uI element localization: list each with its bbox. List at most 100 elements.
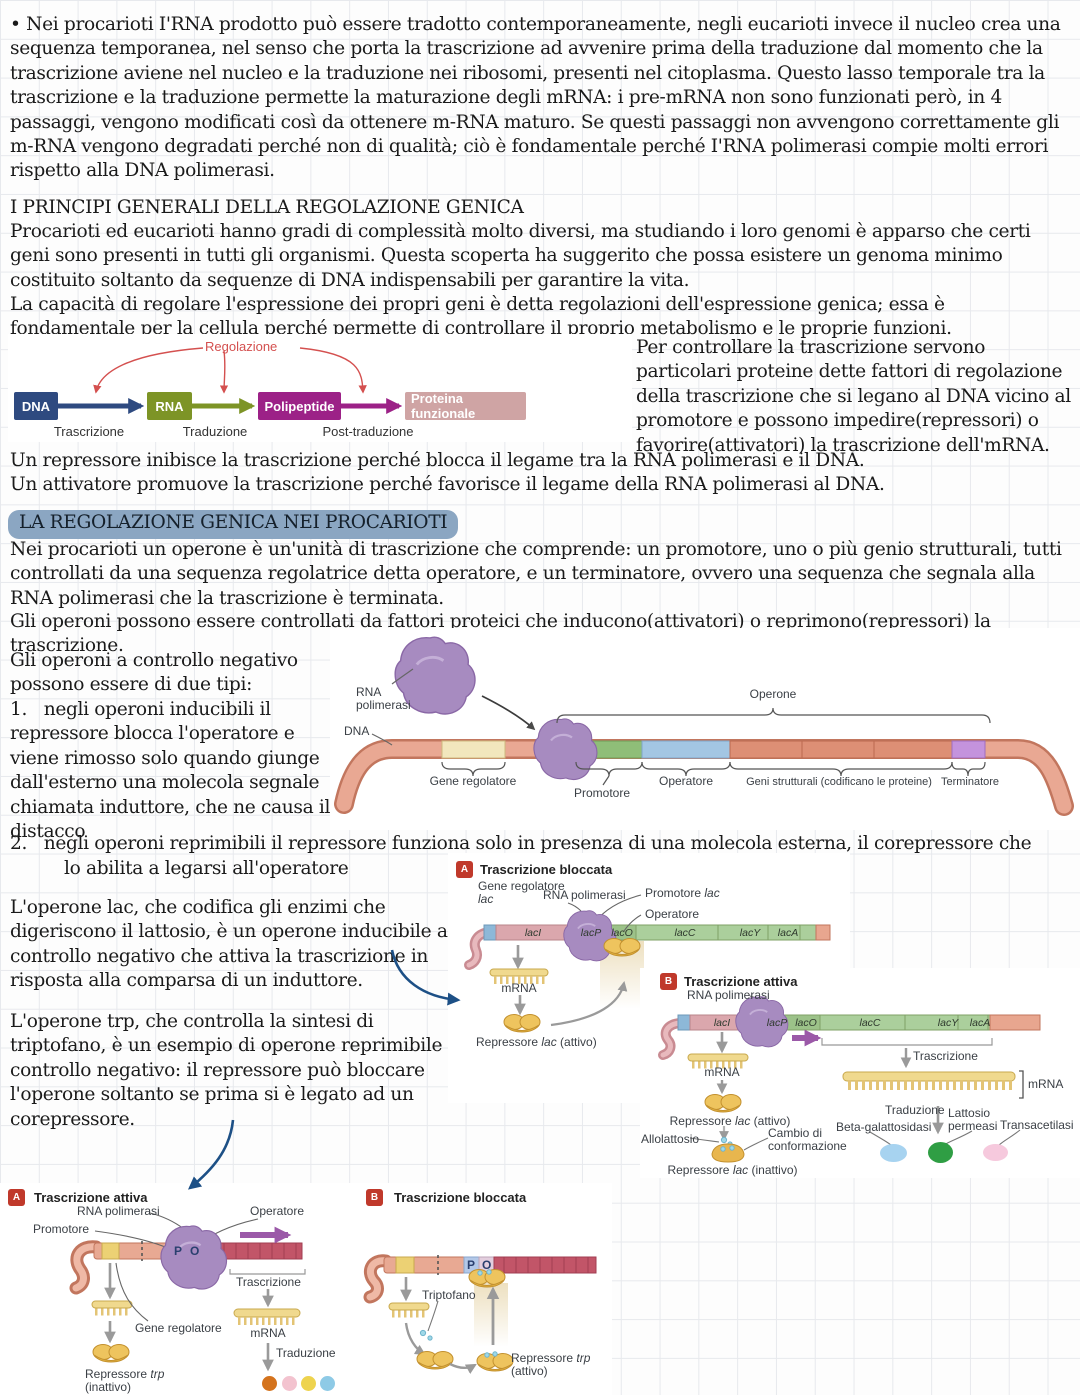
paragraph-genoma-minimo: Procarioti ed eucarioti hanno gradi di c… [10, 221, 1031, 291]
flow-diagram-arrows [58, 347, 403, 415]
flow-step-trascrizione: Trascrizione [53, 424, 125, 439]
heading-principi-generali: I PRINCIPI GENERALI DELLA REGOLAZIONE GE… [10, 197, 524, 218]
label-repressore-lac-inattivo: Repressore lac (inattivo) [667, 1163, 798, 1177]
label-geni-strutturali: Geni strutturali (codificano le proteine… [746, 776, 932, 788]
paragraph-operone-lac: L'operone lac, che codifica gli enzimi c… [10, 897, 448, 992]
label-repressore-lac-attivo: Repressore lac (attivo) [669, 1114, 791, 1128]
paragraph-operone-trp: L'operone trp, che controlla la sintesi … [10, 1011, 459, 1130]
transacetilasi-enzyme [983, 1144, 1008, 1161]
segment-laca: lacA [969, 1017, 991, 1029]
label-rna-polimerasi: RNA polimerasi [77, 1204, 160, 1218]
flow-box-polipeptide: Polipeptide [258, 392, 341, 420]
flow-regulation-label: Regolazione [205, 339, 278, 354]
label-o-site: O [482, 1258, 492, 1272]
label-repressore-trp-attivo: Repressore trp (attivo) [511, 1351, 591, 1379]
label-rna-polimerasi: RNA polimerasi [543, 888, 626, 902]
lac-blocked-title: Trascrizione bloccata [480, 862, 613, 877]
label-cambio-conformazione: Cambio di conformazione [768, 1126, 847, 1154]
list-item-operoni-reprimibili-1: 2. negli operoni reprimibili il represso… [10, 833, 1032, 854]
trp-operon-active-diagram: A Trascrizione attiva RNA polimerasi Pro… [0, 1183, 356, 1395]
paragraph-fattori-proteici: Gli operoni possono essere controllati d… [10, 611, 991, 657]
segment-lacy: lacY [739, 927, 761, 939]
label-mrna-left: mRNA [704, 1065, 740, 1079]
flow-step-traduzione: Traduzione [182, 424, 248, 439]
label-operatore: Operatore [658, 774, 714, 788]
trp-blocked-art [363, 1254, 597, 1374]
flow-box-proteina-funzionale: Proteina funzionale [405, 391, 526, 421]
trp-active-title: Trascrizione attiva [34, 1190, 148, 1205]
list-item-operoni-reprimibili-2: lo abilita a legarsi all'operatore [64, 858, 349, 879]
label-rna-polimerasi: RNA polimerasi [356, 685, 411, 713]
line-repressore: Un repressore inibisce la trascrizione p… [10, 450, 865, 471]
trp-blocked-title: Trascrizione bloccata [394, 1190, 527, 1205]
label-triptofano: Triptofano [422, 1288, 476, 1302]
segment-lacc: lacC [674, 927, 696, 939]
label-repressore-trp-inattivo: Repressore trp (inattivo) [85, 1367, 165, 1395]
label-traduzione: Traduzione [276, 1346, 336, 1360]
lattosio-permeasi-enzyme [928, 1142, 953, 1163]
flow-box-dna: DNA [14, 392, 58, 420]
flow-step-post-traduzione: Post-traduzione [322, 424, 414, 439]
flow-box-rna: RNA [147, 392, 192, 420]
label-gene-regolatore: Gene regolatore [429, 774, 517, 788]
label-allolattosio: Allolattosio [641, 1132, 700, 1146]
segment-laci: lacI [713, 1017, 731, 1029]
segment-lacc: lacC [859, 1017, 881, 1029]
segment-lacp: lacP [766, 1017, 788, 1029]
label-gene-regolatore-lac: Gene regolatore lac [478, 879, 565, 907]
paragraph-rna-maturazione: • Nei procarioti I'RNA prodotto può esse… [10, 14, 1061, 182]
lac-active-title: Trascrizione attiva [684, 974, 798, 989]
label-trascrizione: Trascrizione [236, 1275, 301, 1289]
operon-structure-diagram: RNA polimerasi DNA Operone Gene regolato… [330, 628, 1080, 830]
label-lattosio-permeasi: Lattosio permeasi [948, 1106, 998, 1134]
segment-laco: lacO [611, 927, 633, 939]
list-item-operoni-inducibili: 1. negli operoni inducibili il repressor… [10, 699, 331, 843]
paragraph-regolazione-espressione: La capacità di regolare l'espressione de… [10, 294, 952, 340]
beta-galattosidasi-enzyme [880, 1144, 907, 1162]
paragraph-fattori-regolazione: Per controllare la trascrizione servono … [636, 337, 1071, 456]
trp-active-art [69, 1212, 306, 1372]
protein-dot-1 [262, 1376, 277, 1391]
label-operatore: Operatore [250, 1204, 305, 1218]
label-p-site: P [174, 1244, 183, 1258]
label-repressore-lac-attivo: Repressore lac (attivo) [476, 1035, 597, 1049]
segment-lacp: lacP [580, 927, 602, 939]
panel-b-badge: B [366, 1189, 383, 1206]
label-mrna: mRNA [250, 1326, 286, 1340]
label-operatore: Operatore [645, 907, 700, 921]
label-transacetilasi: Transacetilasi [1000, 1118, 1074, 1132]
panel-a-badge: A [8, 1189, 25, 1206]
label-o-site: O [190, 1244, 200, 1258]
operon-structure-art [334, 635, 1074, 816]
label-trascrizione: Trascrizione [913, 1049, 978, 1063]
label-beta-galattosidasi: Beta-galattosidasi [836, 1120, 932, 1134]
protein-dot-3 [301, 1376, 316, 1391]
label-rna-polimerasi: RNA polimerasi [687, 988, 770, 1002]
label-terminatore: Terminatore [940, 776, 1000, 788]
paragraph-due-tipi: Gli operoni a controllo negativo possono… [10, 650, 298, 696]
segment-lacy: lacY [937, 1017, 959, 1029]
protein-dot-4 [320, 1376, 335, 1391]
label-promotore: Promotore [573, 786, 631, 800]
panel-a-badge: A [456, 861, 473, 878]
label-mrna: mRNA [501, 981, 537, 995]
label-dna: DNA [344, 724, 370, 738]
label-traduzione: Traduzione [885, 1103, 945, 1117]
label-promotore: Promotore [33, 1222, 90, 1236]
label-promotore-lac: Promotore lac [645, 886, 720, 900]
lac-operon-active-diagram: B Trascrizione attiva RNA polimerasi lac… [640, 968, 1080, 1178]
protein-dot-2 [282, 1376, 297, 1391]
paragraph-operone-definizione: Nei procarioti un operone è un'unità di … [10, 539, 1062, 609]
segment-laci: lacI [524, 927, 542, 939]
label-operone: Operone [749, 687, 797, 701]
label-p-site: P [467, 1258, 476, 1272]
panel-b-badge: B [660, 973, 677, 990]
trp-operon-blocked-diagram: B Trascrizione bloccata P O Triptofano R… [356, 1183, 612, 1395]
segment-laca: lacA [777, 927, 799, 939]
segment-laco: lacO [795, 1017, 817, 1029]
flow-diagram-regolazione: Regolazione DNA RNA Polipeptide Proteina… [8, 334, 632, 442]
label-gene-regolatore: Gene regolatore [135, 1321, 222, 1335]
label-mrna-right: mRNA [1028, 1077, 1064, 1091]
line-attivatore: Un attivatore promuove la trascrizione p… [10, 474, 885, 495]
